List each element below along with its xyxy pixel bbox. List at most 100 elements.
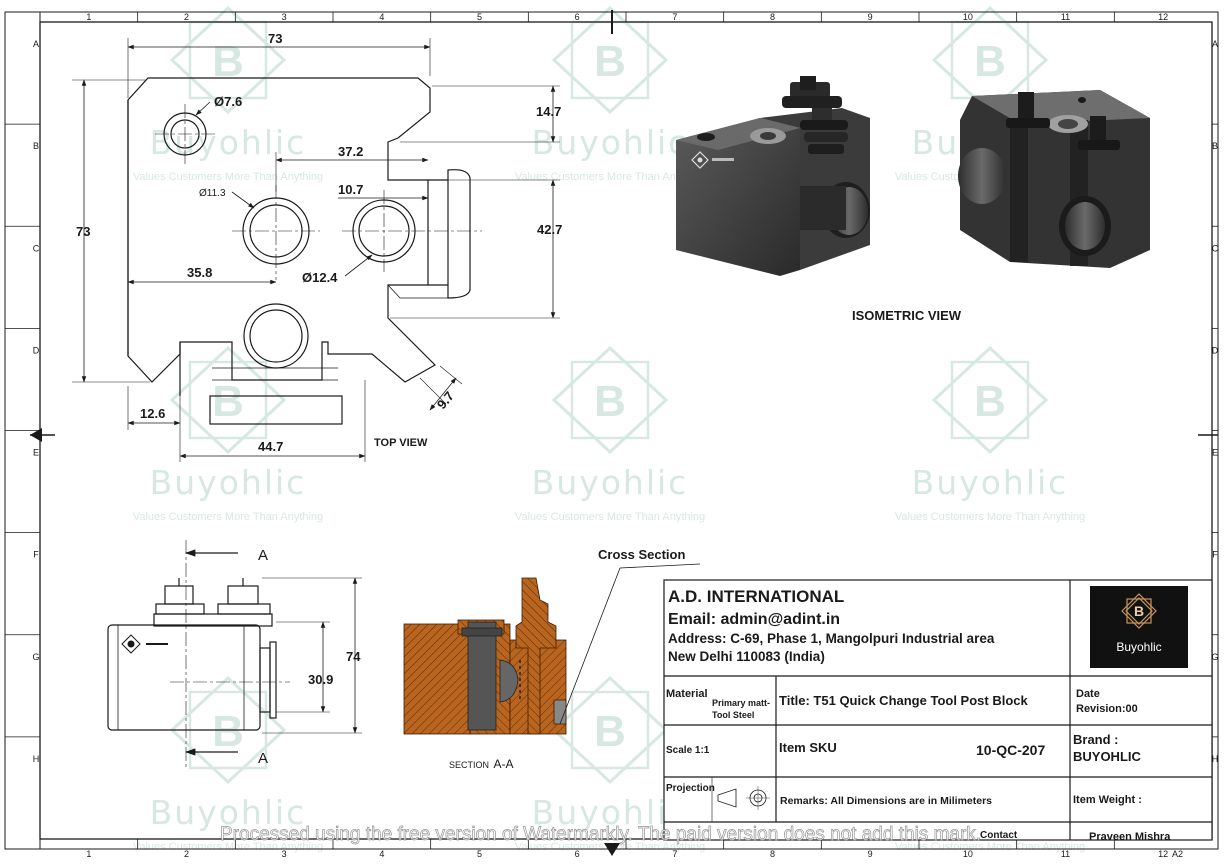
- row-marker-left: D: [33, 345, 40, 355]
- brand-value: BUYOHLIC: [1073, 749, 1142, 764]
- drawn-by: Praveen Mishra: [1089, 831, 1171, 843]
- company-name: A.D. INTERNATIONAL: [668, 587, 844, 606]
- title-block: [663, 579, 1213, 841]
- cross-section-title: Cross Section: [598, 547, 685, 562]
- column-marker-bottom: 1: [86, 849, 91, 859]
- brand-label: Brand :: [1073, 732, 1119, 747]
- dim-left-offset: 35.8: [187, 265, 212, 280]
- column-marker-bottom: 12: [1158, 849, 1168, 859]
- column-marker-top: 1: [86, 12, 91, 22]
- column-marker-top: 4: [379, 12, 384, 22]
- material-value-2: Tool Steel: [712, 710, 754, 720]
- section-label-id: A-A: [494, 757, 514, 771]
- contact-label: Contact: [980, 830, 1018, 841]
- watermark-brand: Buyohlic: [150, 123, 307, 162]
- column-marker-bottom: 3: [282, 849, 287, 859]
- top-view: [72, 38, 560, 462]
- item-sku-value: 10-QC-207: [976, 742, 1045, 758]
- column-marker-bottom: 10: [963, 849, 973, 859]
- dim-notch-top: 14.7: [536, 104, 561, 119]
- watermark-letter: B: [212, 377, 244, 426]
- watermark-brand: Buyohlic: [532, 463, 689, 502]
- center-mark-bottom-icon: [604, 843, 620, 856]
- column-marker-top: 8: [770, 12, 775, 22]
- section-mark-bottom: A: [258, 750, 268, 767]
- material-label: Material: [666, 688, 708, 700]
- company-email: Email: admin@adint.in: [668, 611, 840, 628]
- scale: Scale 1:1: [666, 745, 710, 756]
- column-marker-bottom: 8: [770, 849, 775, 859]
- row-marker-left: A: [33, 39, 39, 49]
- watermark-brand: Buyohlic: [912, 463, 1069, 502]
- section-label: SECTION A-A: [449, 757, 514, 771]
- projection-symbol-icon: [717, 786, 770, 810]
- watermark-letter: B: [974, 37, 1006, 86]
- watermark-letter: B: [594, 377, 626, 426]
- iso-logo-icon: [691, 151, 734, 169]
- isometric-view-label: ISOMETRIC VIEW: [852, 308, 962, 323]
- logo-text: Buyohlic: [1116, 640, 1161, 654]
- dim-slot-height: 42.7: [537, 222, 562, 237]
- dim-height-left: 73: [76, 224, 90, 239]
- column-marker-top: 9: [868, 12, 873, 22]
- dim-center-hole: Ø11.3: [199, 188, 226, 199]
- dim-chamfer: 9.7: [434, 388, 457, 411]
- material-value-1: Primary matt-: [712, 698, 770, 708]
- dim-front-height: 74: [346, 649, 361, 664]
- watermark-letter: B: [974, 377, 1006, 426]
- column-marker-bottom: 9: [868, 849, 873, 859]
- watermark-tagline: Values Customers More Than Anything: [133, 171, 323, 183]
- column-marker-bottom: 11: [1061, 849, 1070, 859]
- watermark-letter: B: [212, 707, 244, 756]
- watermark-tagline: Values Customers More Than Anything: [133, 511, 323, 523]
- row-marker-right: A: [1212, 39, 1218, 49]
- row-marker-left: B: [33, 141, 39, 151]
- front-view: [107, 540, 362, 770]
- watermark-tagline: Values Customers More Than Anything: [133, 841, 323, 853]
- dim-hole-small: Ø7.6: [214, 94, 242, 109]
- column-marker-bottom: 4: [379, 849, 384, 859]
- company-address-2: New Delhi 110083 (India): [668, 649, 825, 664]
- row-marker-right: G: [1211, 652, 1218, 662]
- watermark-tagline: Values Customers More Than Anything: [895, 841, 1085, 853]
- dim-bottom-width: 44.7: [258, 439, 283, 454]
- row-marker-left: E: [33, 448, 39, 458]
- watermark-letter: B: [594, 707, 626, 756]
- column-marker-top: 12: [1158, 12, 1168, 22]
- watermark-tagline: Values Customers More Than Anything: [515, 171, 705, 183]
- title-block-logo: B Buyohlic: [1116, 593, 1162, 654]
- watermark-tagline: Values Customers More Than Anything: [895, 511, 1085, 523]
- top-view-label: TOP VIEW: [374, 437, 428, 449]
- watermark-banner: Processed using the free version of Wate…: [220, 824, 981, 845]
- column-marker-bottom: 6: [575, 849, 580, 859]
- column-marker-bottom: 5: [477, 849, 482, 859]
- column-marker-top: 5: [477, 12, 482, 22]
- sheet-size: A2: [1172, 849, 1183, 859]
- revision: Revision:00: [1076, 703, 1138, 715]
- isometric-render-1: [676, 76, 870, 276]
- row-marker-left: H: [33, 754, 40, 764]
- dim-side-hole: Ø12.4: [302, 270, 338, 285]
- row-marker-right: F: [1212, 550, 1218, 560]
- projection-label: Projection: [666, 783, 715, 794]
- date-label: Date: [1076, 688, 1100, 700]
- column-marker-top: 3: [282, 12, 287, 22]
- row-marker-left: F: [33, 550, 39, 560]
- dim-center-offset: 37.2: [338, 144, 363, 159]
- column-marker-bottom: 7: [672, 849, 677, 859]
- watermark-brand: Buyohlic: [532, 793, 689, 832]
- column-marker-top: 2: [184, 12, 189, 22]
- dim-width-top: 73: [268, 31, 282, 46]
- isometric-render-2: [958, 90, 1150, 268]
- column-marker-top: 7: [672, 12, 677, 22]
- row-marker-left: G: [32, 652, 39, 662]
